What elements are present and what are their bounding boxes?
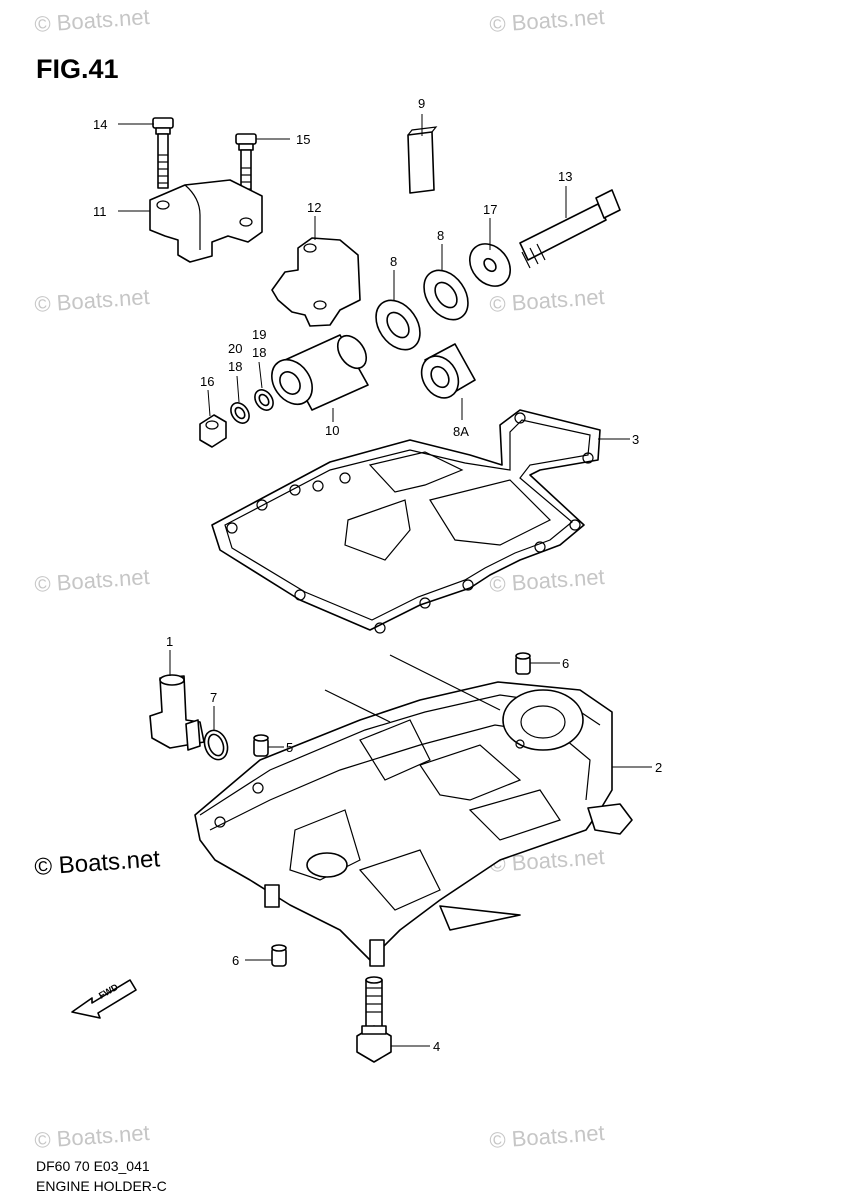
part-18-20-washer	[230, 402, 250, 424]
part-17-washer	[468, 243, 512, 287]
callout-17: 17	[483, 202, 497, 217]
callout-8A: 8A	[453, 424, 469, 439]
part-6-dowel-top	[515, 652, 531, 675]
watermark-4: © Boats.net	[489, 284, 606, 317]
callout-16: 16	[200, 374, 214, 389]
callout-9: 9	[418, 96, 425, 111]
watermarks: © Boats.net © Boats.net © Boats.net © Bo…	[34, 4, 606, 1153]
diagram-code: DF60 70 E03_041	[36, 1158, 150, 1174]
part-2-engine-holder	[194, 654, 633, 967]
figure-title: FIG.41	[36, 54, 119, 84]
watermark-1: © Boats.net	[34, 4, 151, 37]
part-12-lower-clamp	[271, 237, 361, 327]
part-9-block	[407, 126, 438, 194]
callout-8-left: 8	[390, 254, 397, 269]
callout-8-right: 8	[437, 228, 444, 243]
part-16-nut	[199, 414, 227, 448]
watermark-9: © Boats.net	[34, 1120, 151, 1153]
callout-12: 12	[307, 200, 321, 215]
part-4-bolt	[356, 976, 392, 1063]
callout-14: 14	[93, 117, 107, 132]
diagram-name: ENGINE HOLDER-C	[36, 1178, 167, 1194]
part-6-dowel-bottom	[271, 944, 287, 967]
part-13-bolt	[519, 189, 621, 269]
callout-11: 11	[93, 204, 107, 219]
part-1-fitting	[149, 674, 205, 751]
watermark-5: © Boats.net	[34, 564, 151, 597]
callout-5: 5	[286, 740, 293, 755]
callouts: 14 15 11 9 13 17 8 8 12 8A 10 3 16 20 18…	[93, 96, 662, 1054]
part-14-bolt	[152, 117, 174, 189]
callout-7: 7	[210, 690, 217, 705]
part-8-ring-right	[423, 269, 469, 321]
watermark-6: © Boats.net	[489, 564, 606, 597]
part-5-dowel	[253, 734, 269, 757]
part-18-19-washer	[254, 389, 274, 411]
callout-18-left: 18	[228, 359, 242, 374]
part-11-upper-clamp	[149, 179, 263, 263]
watermark-10: © Boats.net	[489, 1120, 606, 1153]
part-7-o-ring	[203, 729, 229, 761]
part-8-ring-left	[375, 299, 421, 351]
callout-15: 15	[296, 132, 310, 147]
watermark-3: © Boats.net	[34, 284, 151, 317]
watermark-dark: © Boats.net	[34, 845, 162, 881]
fwd-arrow-icon: FWD	[71, 979, 137, 1019]
callout-6-bottom: 6	[232, 953, 239, 968]
callout-1: 1	[166, 634, 173, 649]
part-8A-bushing	[420, 343, 476, 399]
part-10-mount-rubber	[271, 334, 369, 411]
callout-18-right: 18	[252, 345, 266, 360]
callout-10: 10	[325, 423, 339, 438]
callout-4: 4	[433, 1039, 440, 1054]
callout-3: 3	[632, 432, 639, 447]
leader-lines	[118, 114, 652, 1047]
part-15-bolt	[235, 133, 257, 193]
callout-20: 20	[228, 341, 242, 356]
part-3-gasket	[211, 409, 601, 634]
callout-2: 2	[655, 760, 662, 775]
watermark-2: © Boats.net	[489, 4, 606, 37]
callout-19: 19	[252, 327, 266, 342]
callout-13: 13	[558, 169, 572, 184]
callout-6-top: 6	[562, 656, 569, 671]
